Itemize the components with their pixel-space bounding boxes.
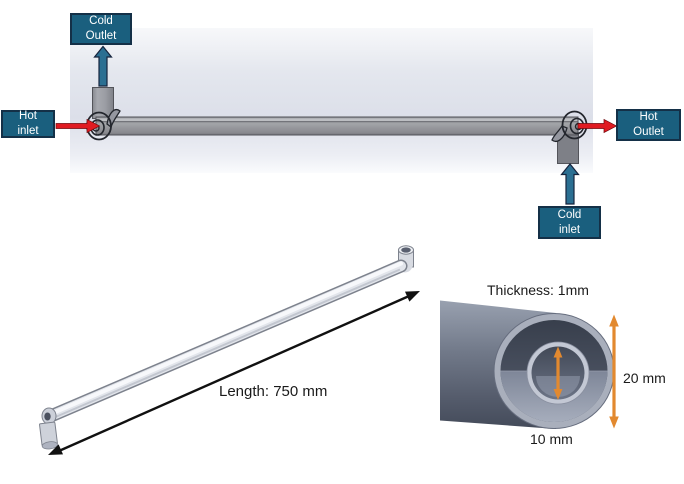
outer-diameter-annotation: 20 mm <box>623 370 666 386</box>
cold-outlet-label-box: Cold Outlet <box>70 13 132 45</box>
hot-outlet-flow-arrow <box>577 118 618 134</box>
schematic-assembly <box>55 45 618 205</box>
tube-cross-section-view <box>440 300 619 429</box>
hot-inlet-label-line1: Hot <box>19 110 37 123</box>
cold-inlet-label-line2: inlet <box>558 223 581 236</box>
pipe-bottom-stub <box>39 421 58 450</box>
cold-inlet-label-box: Cold inlet <box>538 206 601 239</box>
hot-outlet-label-line2: Outlet <box>633 126 664 138</box>
pipe-body <box>45 259 408 422</box>
isometric-pipe-view <box>39 245 420 455</box>
cold-outlet-flow-arrow <box>93 45 113 87</box>
hot-inlet-flow-arrow <box>55 118 101 134</box>
length-annotation: Length: 750 mm <box>219 383 328 400</box>
cold-outlet-label-line1: Cold <box>89 15 113 28</box>
hot-inlet-label-line2: inlet <box>17 125 39 137</box>
pipe-top-stub-bore <box>401 247 411 253</box>
main-pipe <box>95 116 579 136</box>
hot-outlet-label-line1: Hot <box>639 111 658 124</box>
inner-diameter-annotation: 10 mm <box>530 431 573 447</box>
hot-outlet-label-box: Hot Outlet <box>616 109 681 141</box>
pipe-end-bore <box>44 412 51 421</box>
hot-inlet-label-box: Hot inlet <box>1 110 55 138</box>
cold-inlet-label-line1: Cold <box>557 208 582 221</box>
outer-diameter-arrow <box>609 314 619 429</box>
length-dimension-arrow <box>48 291 420 455</box>
schematic-background <box>70 28 593 173</box>
inner-diameter-arrow <box>553 346 563 400</box>
thickness-annotation: Thickness: 1mm <box>487 282 589 298</box>
cold-inlet-flow-arrow <box>560 163 580 205</box>
cold-outlet-label-line2: Outlet <box>85 30 117 42</box>
